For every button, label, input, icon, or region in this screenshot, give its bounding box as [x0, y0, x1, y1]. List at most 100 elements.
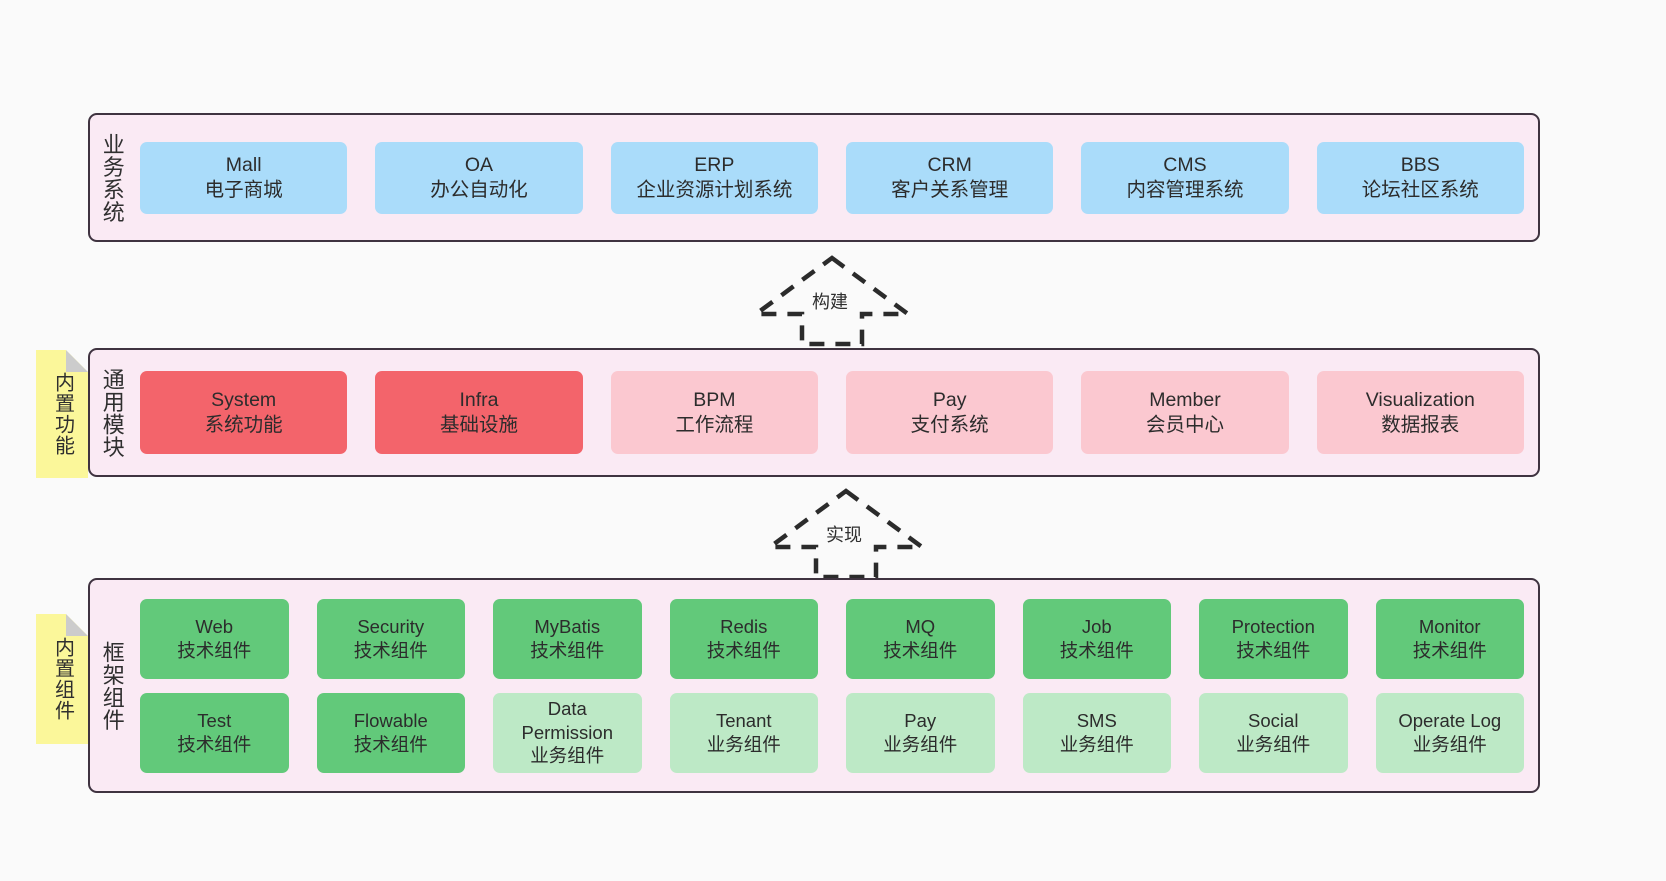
layer-panel-business: 业务系统 Mall 电子商城 OA 办公自动化 ERP 企业资源计划系统 CRM… — [88, 113, 1540, 242]
sticky-note-builtin-function: 内置功能 — [36, 350, 88, 478]
card-title-en: Visualization — [1365, 388, 1475, 411]
card-title-en: Security — [357, 615, 425, 637]
card-title-en: MQ — [905, 615, 936, 637]
card-title-en: Social — [1248, 709, 1299, 731]
card-mq[interactable]: MQ 技术组件 — [846, 598, 995, 679]
card-title-cn: 数据报表 — [1381, 413, 1460, 436]
card-pay-component[interactable]: Pay 业务组件 — [846, 692, 995, 773]
card-operate-log[interactable]: Operate Log 业务组件 — [1375, 692, 1524, 773]
card-erp[interactable]: ERP 企业资源计划系统 — [610, 141, 818, 214]
card-member[interactable]: Member 会员中心 — [1081, 371, 1289, 454]
card-title-cn: 业务组件 — [530, 745, 605, 767]
layer-panel-framework: 框架组件 Web 技术组件 Security 技术组件 MyBatis 技术组件… — [88, 578, 1540, 793]
card-title-en: MyBatis — [534, 615, 601, 637]
card-title-en: OA — [464, 153, 494, 176]
card-security[interactable]: Security 技术组件 — [316, 598, 465, 679]
card-title-cn: 技术组件 — [353, 639, 428, 661]
card-title-cn: 企业资源计划系统 — [636, 178, 793, 201]
card-mybatis[interactable]: MyBatis 技术组件 — [493, 598, 642, 679]
card-title-en: Data Permission — [521, 697, 614, 743]
card-bpm[interactable]: BPM 工作流程 — [610, 371, 818, 454]
layer-body-business: Mall 电子商城 OA 办公自动化 ERP 企业资源计划系统 CRM 客户关系… — [134, 115, 1538, 240]
sticky-note-builtin-component: 内置组件 — [36, 614, 88, 744]
card-title-en: CMS — [1163, 153, 1207, 176]
card-title-cn: 业务组件 — [1412, 733, 1487, 755]
card-title-cn: 技术组件 — [353, 733, 428, 755]
card-flowable[interactable]: Flowable 技术组件 — [316, 692, 465, 773]
card-title-en: Monitor — [1418, 615, 1481, 637]
card-redis[interactable]: Redis 技术组件 — [669, 598, 818, 679]
card-title-en: Operate Log — [1398, 709, 1502, 731]
card-title-cn: 工作流程 — [675, 413, 754, 436]
card-title-cn: 技术组件 — [1236, 639, 1311, 661]
card-oa[interactable]: OA 办公自动化 — [375, 141, 583, 214]
card-title-cn: 技术组件 — [883, 639, 958, 661]
card-title-cn: 内容管理系统 — [1126, 178, 1244, 201]
card-title-en: BBS — [1400, 153, 1440, 176]
sticky-note-label: 内置功能 — [51, 372, 74, 456]
card-title-cn: 业务组件 — [883, 733, 958, 755]
card-title-cn: 技术组件 — [706, 639, 781, 661]
card-title-en: System — [211, 388, 277, 411]
card-title-en: Job — [1081, 615, 1112, 637]
card-pay-module[interactable]: Pay 支付系统 — [845, 371, 1054, 454]
card-title-en: Web — [195, 615, 234, 637]
layer-panel-modules: 通用模块 System 系统功能 Infra 基础设施 BPM 工作流程 Pay… — [88, 348, 1540, 477]
note-fold-corner-icon — [66, 614, 88, 636]
card-system[interactable]: System 系统功能 — [140, 371, 348, 454]
card-tenant[interactable]: Tenant 业务组件 — [669, 692, 818, 773]
layer-title-framework: 框架组件 — [99, 640, 125, 731]
card-title-cn: 支付系统 — [910, 413, 989, 436]
card-job[interactable]: Job 技术组件 — [1022, 598, 1171, 679]
card-title-en: Test — [197, 709, 232, 731]
card-test[interactable]: Test 技术组件 — [140, 692, 289, 773]
card-visualization[interactable]: Visualization 数据报表 — [1316, 371, 1524, 454]
card-title-en: Infra — [459, 388, 499, 411]
card-title-en: Flowable — [353, 709, 428, 731]
layer-body-framework: Web 技术组件 Security 技术组件 MyBatis 技术组件 Redi… — [134, 580, 1538, 791]
card-title-en: Redis — [720, 615, 768, 637]
card-title-cn: 业务组件 — [706, 733, 781, 755]
card-title-en: CRM — [927, 153, 972, 176]
card-protection[interactable]: Protection 技术组件 — [1199, 598, 1348, 679]
card-title-cn: 业务组件 — [1236, 733, 1311, 755]
note-fold-corner-icon — [66, 350, 88, 372]
connector-implement-label: 实现 — [826, 525, 862, 545]
card-title-cn: 技术组件 — [1059, 639, 1134, 661]
card-title-en: Pay — [904, 709, 937, 731]
card-crm[interactable]: CRM 客户关系管理 — [845, 141, 1054, 214]
card-title-en: SMS — [1076, 709, 1117, 731]
layer-body-modules: System 系统功能 Infra 基础设施 BPM 工作流程 Pay 支付系统… — [134, 350, 1538, 475]
card-title-cn: 技术组件 — [177, 733, 252, 755]
card-data-permission[interactable]: Data Permission 业务组件 — [493, 692, 642, 773]
card-monitor[interactable]: Monitor 技术组件 — [1375, 598, 1524, 679]
connector-build-label: 构建 — [812, 292, 848, 312]
card-title-cn: 会员中心 — [1145, 413, 1224, 436]
card-row: Mall 电子商城 OA 办公自动化 ERP 企业资源计划系统 CRM 客户关系… — [140, 141, 1524, 214]
card-title-en: BPM — [693, 388, 736, 411]
card-title-en: ERP — [694, 153, 735, 176]
card-row: System 系统功能 Infra 基础设施 BPM 工作流程 Pay 支付系统… — [140, 371, 1524, 454]
card-title-en: Tenant — [715, 709, 772, 731]
card-title-cn: 基础设施 — [439, 413, 518, 436]
card-title-en: Pay — [932, 388, 967, 411]
layer-title-modules: 通用模块 — [99, 367, 125, 458]
card-sms[interactable]: SMS 业务组件 — [1022, 692, 1171, 773]
card-title-en: Mall — [225, 153, 262, 176]
card-title-cn: 技术组件 — [530, 639, 605, 661]
card-title-cn: 业务组件 — [1059, 733, 1134, 755]
sticky-note-label: 内置组件 — [51, 637, 74, 721]
card-title-cn: 客户关系管理 — [891, 178, 1009, 201]
layer-title-business: 业务系统 — [99, 132, 125, 223]
card-title-cn: 电子商城 — [204, 178, 283, 201]
card-title-cn: 系统功能 — [204, 413, 283, 436]
card-social[interactable]: Social 业务组件 — [1199, 692, 1348, 773]
card-title-cn: 办公自动化 — [430, 178, 528, 201]
card-mall[interactable]: Mall 电子商城 — [140, 141, 348, 214]
card-web[interactable]: Web 技术组件 — [140, 598, 289, 679]
card-bbs[interactable]: BBS 论坛社区系统 — [1316, 141, 1524, 214]
card-cms[interactable]: CMS 内容管理系统 — [1081, 141, 1289, 214]
card-infra[interactable]: Infra 基础设施 — [375, 371, 583, 454]
card-title-en: Protection — [1231, 615, 1315, 637]
card-row: Test 技术组件 Flowable 技术组件 Data Permission … — [140, 692, 1524, 773]
